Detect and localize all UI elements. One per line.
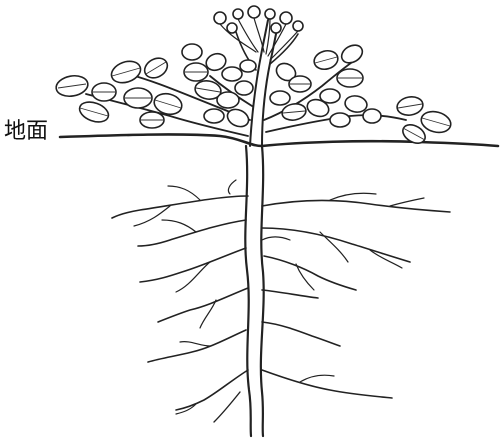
lateral-root-right [262, 200, 450, 212]
ground-line [60, 134, 498, 146]
ground-label: 地面 [4, 121, 48, 143]
main-stem [250, 20, 268, 146]
flower-buds [214, 6, 303, 60]
taproot [245, 146, 251, 436]
root-system [112, 146, 450, 436]
lateral-root-left [112, 196, 248, 218]
